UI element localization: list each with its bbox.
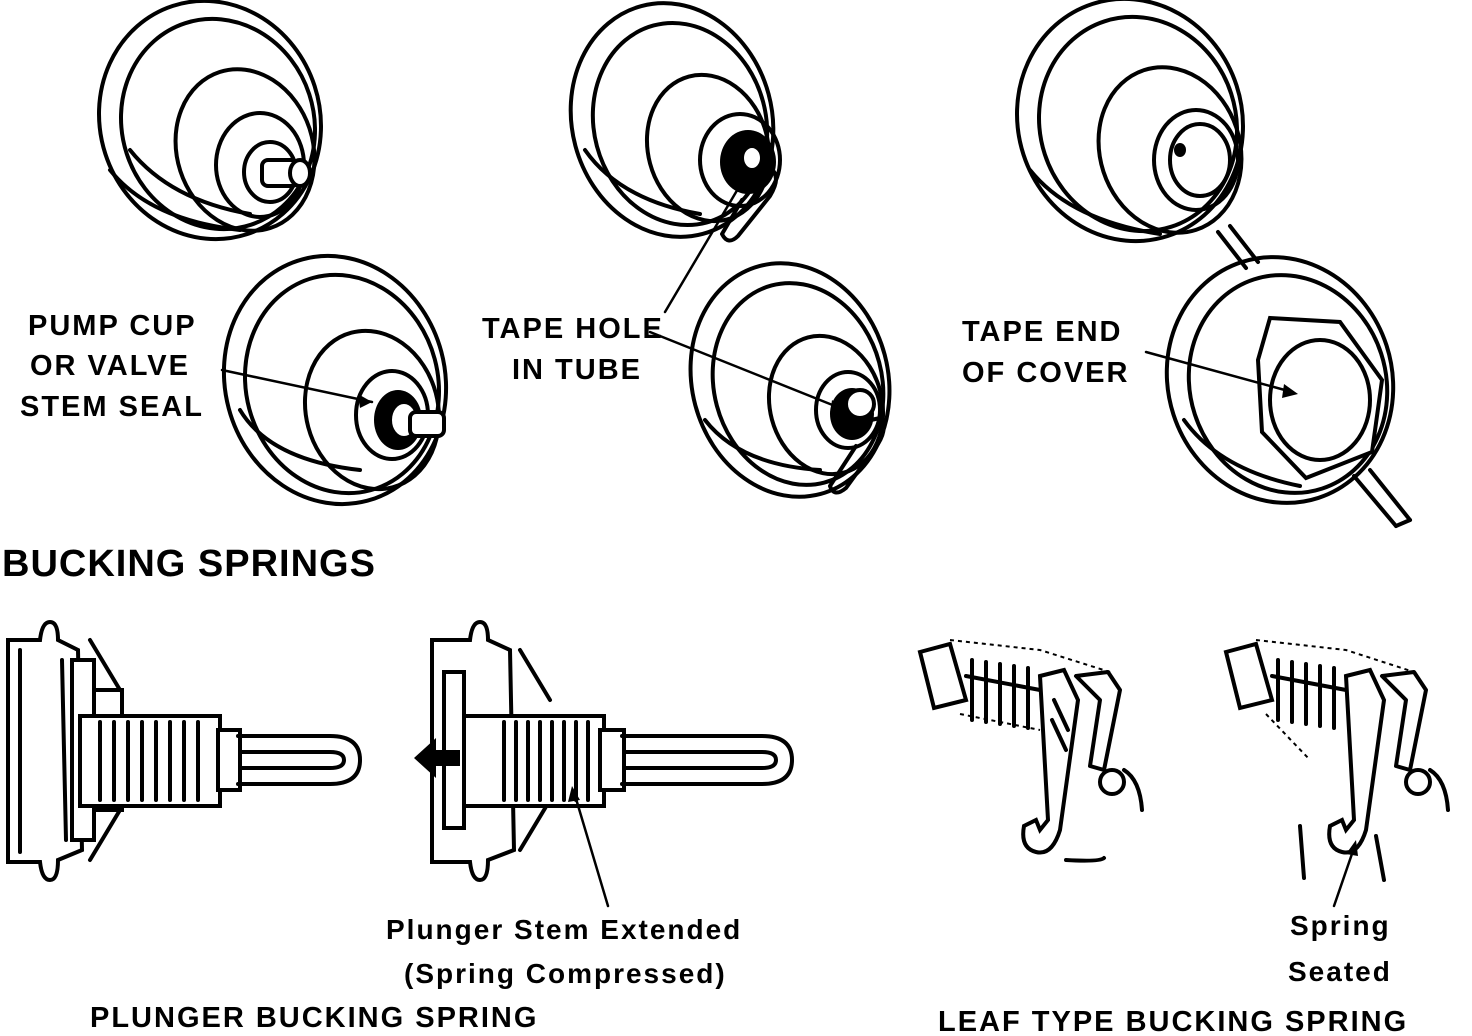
diaphragm-top-middle-upper (568, 1, 782, 243)
pump-cup-label-line3: STEM SEAL (20, 391, 204, 423)
pump-cup-leader (220, 368, 374, 404)
left-arrow-icon (414, 738, 460, 778)
tape-hole-label-line1: TAPE HOLE (482, 313, 664, 345)
diaphragm-top-right-upper (1015, 0, 1260, 270)
spring-seated-leader (1332, 846, 1356, 908)
plunger-stem-leader (572, 790, 610, 908)
tape-hole-leader-lower (648, 330, 842, 410)
plunger-spring-compressed (414, 619, 794, 883)
spring-seated-label-line1: Spring (1290, 910, 1391, 941)
plunger-spring-relaxed (6, 619, 362, 883)
diaphragm-top-right-lower (1164, 255, 1412, 528)
tape-end-leader (1144, 350, 1294, 394)
plunger-stem-label-line2: (Spring Compressed) (404, 958, 727, 989)
diaphragm-top-middle-lower (688, 261, 892, 499)
tape-hole-leader-upper (663, 180, 744, 314)
leaf-type-bucking-spring-caption: LEAF TYPE BUCKING SPRING (938, 1006, 1409, 1036)
pump-cup-label-line1: PUMP CUP (28, 310, 197, 342)
spring-seated-label-line2: Seated (1288, 956, 1392, 987)
tape-end-label-line1: TAPE END (962, 316, 1123, 348)
plunger-bucking-spring-caption: PLUNGER BUCKING SPRING (90, 1002, 539, 1034)
diaphragm-top-left-lower (221, 253, 449, 507)
tape-end-label-line2: OF COVER (962, 357, 1130, 389)
tape-hole-label-line2: IN TUBE (512, 354, 642, 386)
leaf-spring-seated (1223, 639, 1450, 882)
diaphragm-top-left-upper (97, 0, 323, 242)
plunger-stem-label-line1: Plunger Stem Extended (386, 914, 743, 945)
leaf-spring-unseated (917, 639, 1144, 863)
bucking-springs-heading: BUCKING SPRINGS (2, 543, 376, 585)
pump-cup-label-line2: OR VALVE (30, 350, 190, 382)
